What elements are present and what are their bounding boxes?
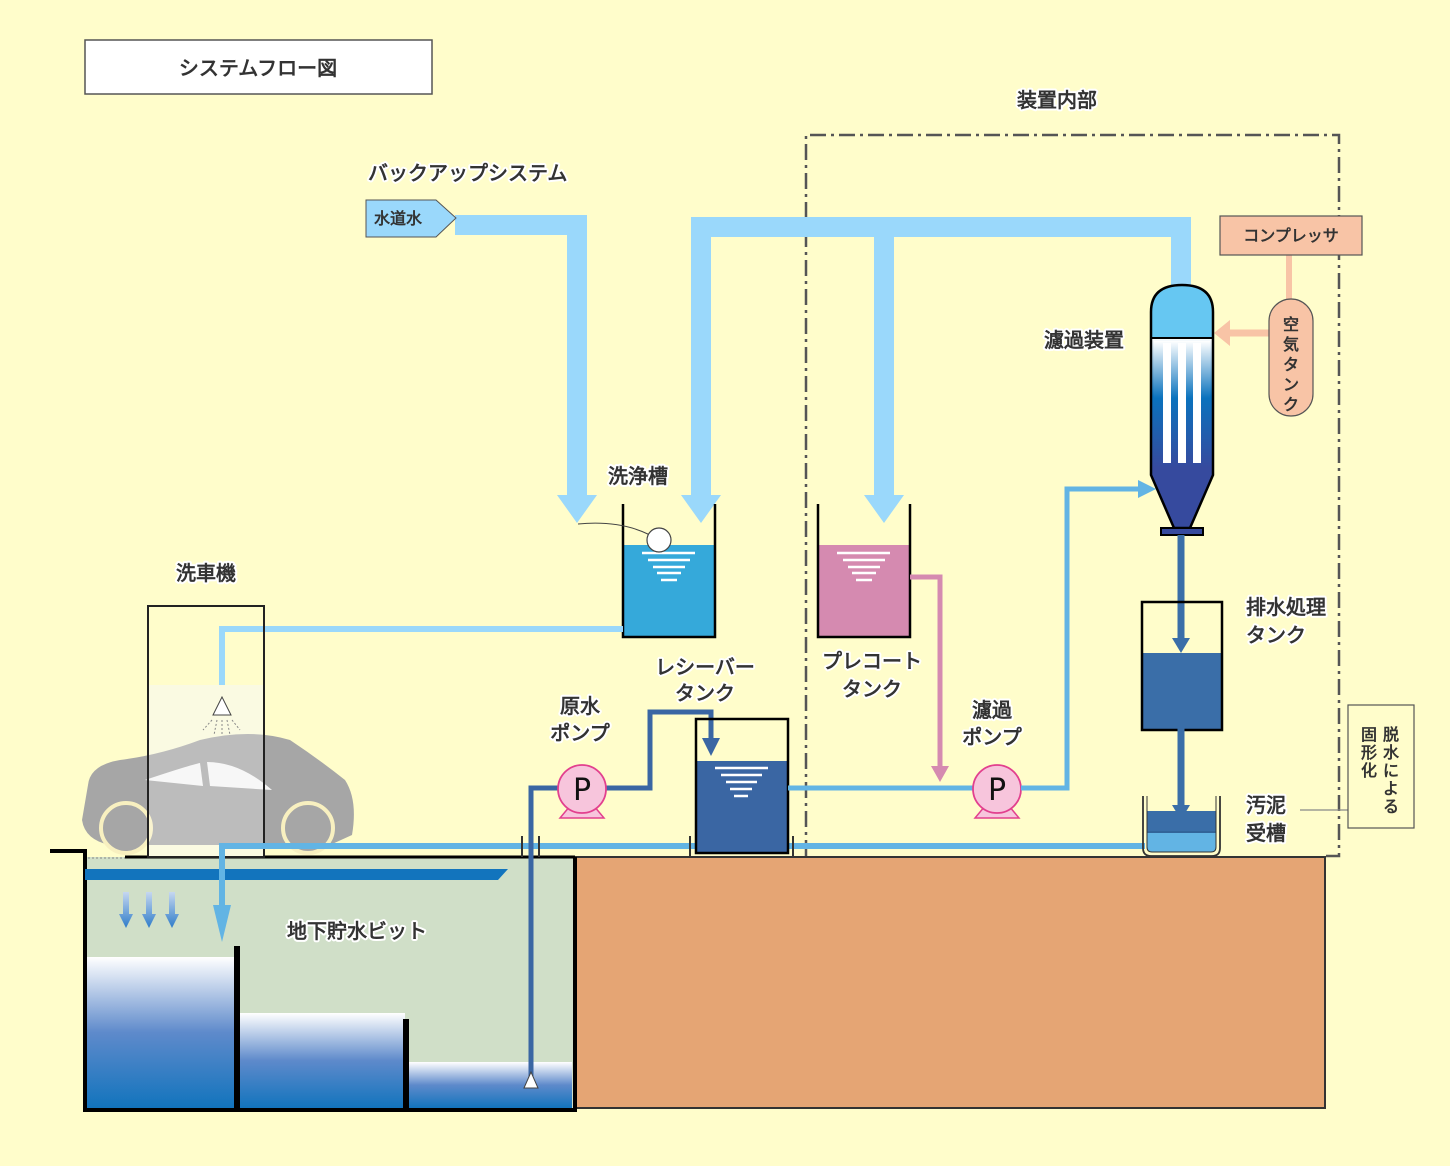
- receiver-tank: レシーバー タンク: [653, 653, 790, 855]
- svg-text:タ: タ: [1283, 355, 1299, 374]
- svg-text:形: 形: [1361, 743, 1377, 762]
- underground-pit: 地下貯水ビット: [50, 849, 577, 1112]
- device-interior-boundary: 装置内部: [804, 86, 1341, 858]
- wash-water-supply-pipe: [219, 626, 623, 695]
- right-arrow-icon: [1138, 480, 1156, 498]
- down-arrow-icon: [702, 738, 720, 756]
- car-wash-machine: 洗車機: [82, 559, 354, 858]
- raw-water-pump: P 原水 ポンプ: [548, 692, 613, 819]
- pit-water-basin-2: [239, 1013, 405, 1108]
- svg-text:よ: よ: [1383, 779, 1399, 798]
- svg-text:気: 気: [1283, 335, 1299, 354]
- raw-water-pump-label: 原水: [560, 694, 601, 718]
- raw-water-line: [523, 709, 720, 1089]
- down-arrow-icon: [142, 892, 156, 928]
- water-level-icon: [642, 551, 695, 582]
- water-level-icon: [837, 551, 890, 582]
- dewatering-note: 脱 水 に よ る 固 形 化: [1300, 704, 1415, 829]
- down-arrow-icon: [1172, 638, 1190, 653]
- svg-text:水: 水: [1383, 743, 1400, 762]
- suction-strainer-icon: [523, 1070, 539, 1089]
- compressor: コンプレッサ: [1219, 215, 1363, 300]
- svg-text:空: 空: [1283, 315, 1299, 334]
- filter-pump: P 濾過 ポンプ: [960, 696, 1025, 819]
- tap-water-source: 水道水: [365, 199, 457, 238]
- device-interior-label: 装置内部: [1016, 88, 1097, 112]
- precoat-tank: プレコート タンク: [816, 504, 949, 782]
- precoat-tank-label: プレコート: [822, 649, 922, 673]
- underground-pit-label: 地下貯水ビット: [287, 919, 427, 943]
- receiver-tank-label: タンク: [675, 681, 735, 705]
- float-switch-wire: [577, 522, 651, 536]
- raw-water-pump-label: ポンプ: [550, 721, 610, 745]
- car-wash-label: 洗車機: [176, 561, 236, 585]
- seepage-arrows: [119, 892, 179, 928]
- backup-system-label: バックアップシステム: [368, 161, 567, 185]
- car-icon: [82, 734, 354, 855]
- drain-tank-label: タンク: [1246, 623, 1306, 647]
- pit-partition: [234, 946, 240, 1109]
- filter-pump-label: 濾過: [972, 698, 1013, 722]
- return-water-line: [213, 836, 1145, 942]
- filter-feed-pipe: [1021, 486, 1140, 791]
- down-arrow-icon: [681, 495, 721, 523]
- precoat-tank-label: タンク: [842, 677, 902, 701]
- compressor-label: コンプレッサ: [1243, 226, 1339, 245]
- spray-icon: [202, 719, 241, 736]
- svg-text:化: 化: [1361, 761, 1377, 780]
- spray-nozzle-icon: [212, 695, 232, 716]
- svg-text:に: に: [1383, 761, 1399, 780]
- svg-text:ク: ク: [1283, 395, 1299, 414]
- drain-tank-label: 排水処理: [1246, 595, 1326, 619]
- svg-text:る: る: [1383, 797, 1399, 816]
- diagram-title: システムフロー図: [179, 56, 337, 80]
- filter-pump-label: ポンプ: [962, 725, 1022, 749]
- sludge-tank-label: 受槽: [1246, 821, 1286, 845]
- svg-text:固: 固: [1361, 725, 1377, 744]
- wash-tank-label: 洗浄槽: [608, 464, 668, 488]
- float-switch-icon: [646, 527, 672, 553]
- air-tank: 空 気 タ ン ク: [1214, 298, 1314, 417]
- down-arrow-icon: [931, 766, 949, 782]
- svg-text:P: P: [573, 773, 591, 808]
- title-box: システムフロー図: [84, 39, 433, 95]
- down-arrow-icon: [213, 905, 231, 942]
- ground-block: [574, 856, 1326, 1109]
- drain-channel: [85, 869, 508, 880]
- filter-elements-icon: [1163, 343, 1201, 463]
- wash-tank: 洗浄槽: [577, 462, 717, 639]
- sludge-receiver-tank: 汚泥 受槽: [1142, 791, 1288, 857]
- filter-device: 濾過装置: [1042, 283, 1215, 536]
- down-arrow-icon: [864, 495, 904, 523]
- svg-text:ン: ン: [1283, 375, 1299, 394]
- pit-partition: [403, 1019, 409, 1109]
- down-arrow-icon: [557, 495, 597, 523]
- tap-water-label: 水道水: [374, 209, 423, 228]
- pump-icon: [557, 764, 607, 814]
- down-arrow-icon: [119, 892, 133, 928]
- pit-water-basin-1: [87, 957, 236, 1108]
- drain-treatment-tank: 排水処理 タンク: [1140, 535, 1328, 820]
- tap-water-pipes: [455, 215, 1191, 523]
- pit-water-basin-3: [408, 1062, 572, 1108]
- filter-device-label: 濾過装置: [1044, 328, 1124, 352]
- down-arrow-icon: [165, 892, 179, 928]
- svg-text:P: P: [988, 773, 1006, 808]
- water-level-icon: [715, 766, 768, 798]
- sludge-tank-label: 汚泥: [1246, 793, 1286, 817]
- receiver-tank-label: レシーバー: [655, 655, 755, 679]
- left-arrow-icon: [1214, 320, 1230, 346]
- svg-text:脱: 脱: [1383, 725, 1399, 744]
